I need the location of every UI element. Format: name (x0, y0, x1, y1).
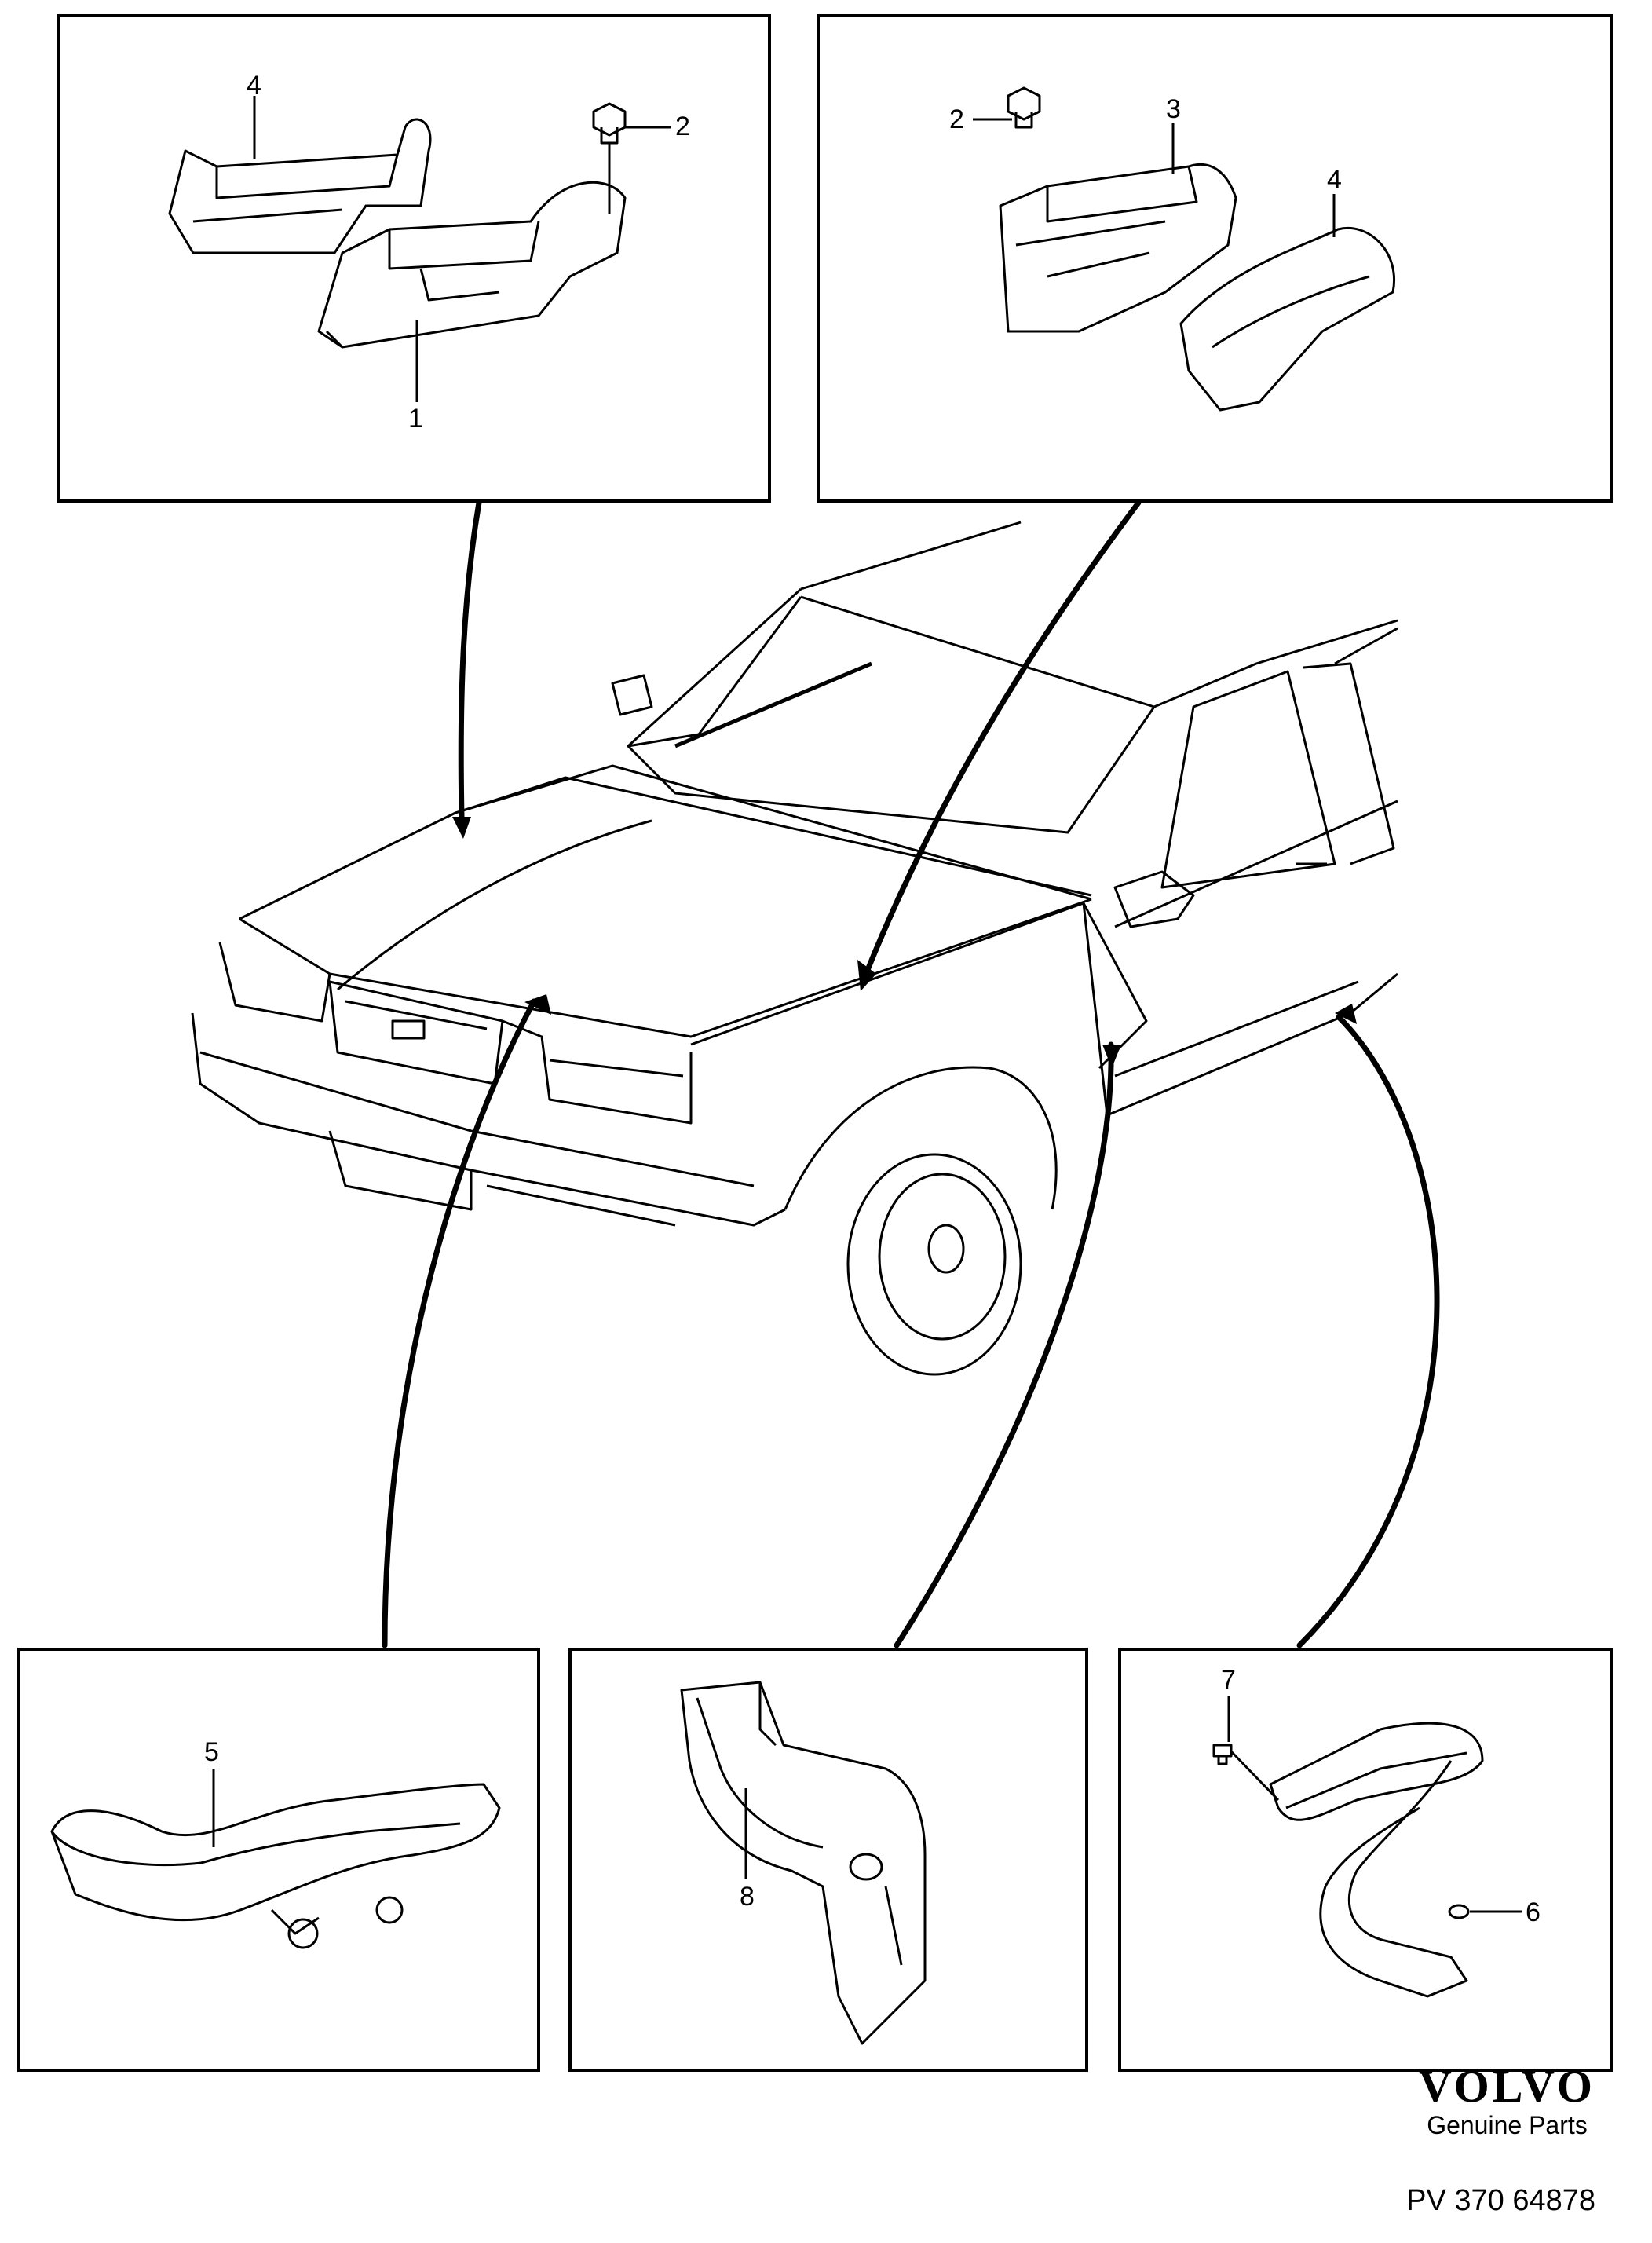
callout-3: 3 (1166, 94, 1181, 124)
callout-1: 1 (408, 404, 423, 434)
callout-8: 8 (740, 1882, 755, 1912)
part-3-4-bracket-drawing (973, 86, 1395, 412)
part-8-drawing (680, 1681, 927, 2045)
detail-panel-2: 2 3 4 (817, 14, 1613, 503)
callout-4: 4 (247, 71, 261, 101)
part-5-drawing (50, 1769, 501, 1949)
leader-panel1-to-hood (458, 499, 482, 820)
part-6-7-drawing (1212, 1696, 1522, 1998)
part-1-bracket-drawing (168, 96, 671, 402)
callout-6: 6 (1526, 1897, 1541, 1927)
brand-wordmark: VOLVO (1418, 2061, 1595, 2112)
arrowhead-grille (524, 994, 551, 1015)
callout-2: 2 (949, 104, 964, 134)
leader-panel5-to-sill (1296, 1014, 1440, 1648)
volvo-logo: VOLVO Genuine Parts (1419, 2064, 1595, 2141)
arrowhead-hood (452, 817, 471, 839)
part-reference-number: PV 370 64878 (1406, 2184, 1595, 2217)
leader-panel2-to-fender (864, 499, 1142, 973)
leader-panel4-to-apillar (894, 1041, 1114, 1648)
detail-panel-5: 7 6 (1118, 1648, 1613, 2072)
callout-2: 2 (675, 112, 690, 141)
detail-panel-1: 4 2 1 (57, 14, 771, 503)
callout-7: 7 (1221, 1665, 1236, 1695)
detail-panel-3: 5 (17, 1648, 540, 2072)
callout-4: 4 (1327, 165, 1342, 195)
detail-panel-4: 8 (568, 1648, 1088, 2072)
callout-5: 5 (204, 1737, 219, 1767)
brand-tagline: Genuine Parts (1427, 2111, 1588, 2139)
